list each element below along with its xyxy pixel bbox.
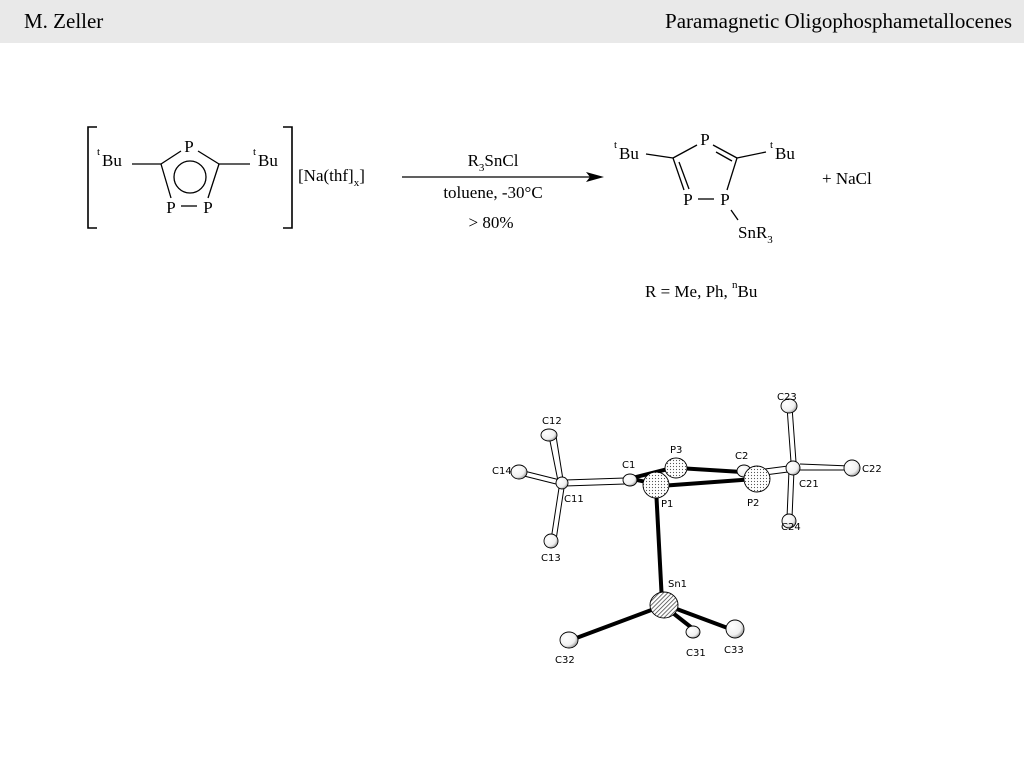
atom-c24 [781, 513, 797, 529]
label-sn1: Sn1 [668, 579, 687, 590]
atom-c23 [780, 398, 798, 414]
atom-c32 [559, 631, 579, 649]
counterion: [Na(thf]x] [298, 166, 365, 189]
bond-c21-c24 [786, 469, 795, 519]
left-bracket [87, 126, 97, 229]
arrow-head [586, 172, 604, 182]
label-c21: C21 [799, 479, 819, 490]
reagent: R3SnCl [468, 151, 519, 174]
product-bond-left-sub [645, 153, 674, 159]
label-c22: C22 [862, 464, 882, 475]
reaction-arrow [402, 172, 604, 182]
atom-c22 [843, 459, 861, 477]
atom-c14 [510, 464, 528, 480]
bond-c11-c1 [564, 477, 626, 487]
yield: > 80% [469, 213, 514, 232]
reactant-left-substituent: Bu [102, 151, 122, 170]
header-bar: M. Zeller Paramagnetic Oligophosphametal… [0, 0, 1024, 43]
label-c2: C2 [735, 451, 748, 462]
product-double-bond-left [678, 161, 690, 190]
label-c1: C1 [622, 460, 635, 471]
reactant-right-sup: t [253, 146, 256, 158]
atom-p1 [642, 471, 670, 499]
atom-p3 [664, 457, 688, 479]
product-right-substituent: Bu [775, 144, 795, 163]
byproduct: + NaCl [822, 169, 872, 188]
product-right-sup: t [770, 139, 773, 151]
product-bond-c-p-left [672, 157, 685, 191]
r-definition: R = Me, Ph, nBu [645, 279, 758, 301]
atom-c11 [555, 476, 569, 490]
product-p-bottom-right: P [720, 190, 729, 209]
product-molecule: P P P t Bu t Bu SnR3 [614, 130, 795, 246]
atom-c12 [540, 428, 558, 442]
label-c32: C32 [555, 655, 575, 666]
product-left-sup: t [614, 139, 617, 151]
product-double-bond-right [715, 151, 733, 162]
bond-sn1-c32 [569, 604, 664, 642]
product-p-bottom-left: P [683, 190, 692, 209]
product-bond-p-sn [730, 209, 739, 221]
reactant-p-bottom-right: P [203, 198, 212, 217]
bond-c13-c11 [550, 487, 565, 541]
product-bond-p-c-right [712, 144, 738, 159]
bond-c-p-top-left [160, 150, 182, 165]
label-c13: C13 [541, 553, 561, 564]
atom-labels: C12 C14 C11 C13 C1 P3 C2 C23 C21 C22 P1 … [492, 392, 882, 666]
label-c14: C14 [492, 466, 512, 477]
label-c24: C24 [781, 522, 801, 533]
bond-c-p-bottom-left [160, 163, 172, 199]
product-bond-c-p-top [672, 144, 698, 159]
label-c23: C23 [777, 392, 797, 403]
slide-title: Paramagnetic Oligophosphametallocenes [665, 9, 1012, 33]
atom-sn1 [649, 591, 679, 619]
label-p3: P3 [670, 445, 682, 456]
atoms [510, 398, 861, 649]
atom-c33 [725, 619, 745, 639]
atom-c13 [543, 533, 559, 549]
label-p2: P2 [747, 498, 759, 509]
label-c12: C12 [542, 416, 562, 427]
reactant-anion: P P P t Bu t Bu [87, 126, 293, 229]
right-bracket [283, 126, 293, 229]
product-tin-group: SnR3 [738, 223, 773, 246]
bond-c-p-top-right [197, 150, 220, 165]
product-left-substituent: Bu [619, 144, 639, 163]
bond-c21-c22 [799, 463, 851, 471]
product-bond-c-p-right [726, 157, 738, 191]
label-c33: C33 [724, 645, 744, 656]
label-p1: P1 [661, 499, 673, 510]
atom-c31 [685, 625, 701, 639]
bond-c23-c21 [786, 406, 797, 463]
conditions: toluene, -30°C [443, 183, 542, 202]
reactant-right-substituent: Bu [258, 151, 278, 170]
aromatic-ring-circle [173, 160, 207, 194]
bond-p3-c2 [676, 466, 744, 474]
atom-p2 [743, 465, 771, 493]
product-p-top: P [700, 130, 709, 149]
label-c31: C31 [686, 648, 706, 659]
bond-c-p-bottom-right [207, 163, 220, 199]
reactant-left-sup: t [97, 146, 100, 158]
product-bond-right-sub [736, 151, 767, 159]
reactant-p-top: P [184, 137, 193, 156]
atom-c21 [785, 460, 801, 476]
reactant-p-bottom-left: P [166, 198, 175, 217]
bond-p1-sn1 [654, 486, 664, 604]
author-name: M. Zeller [24, 9, 104, 33]
atom-c1 [622, 473, 638, 487]
label-c11: C11 [564, 494, 584, 505]
bond-p1-p2 [658, 477, 757, 488]
